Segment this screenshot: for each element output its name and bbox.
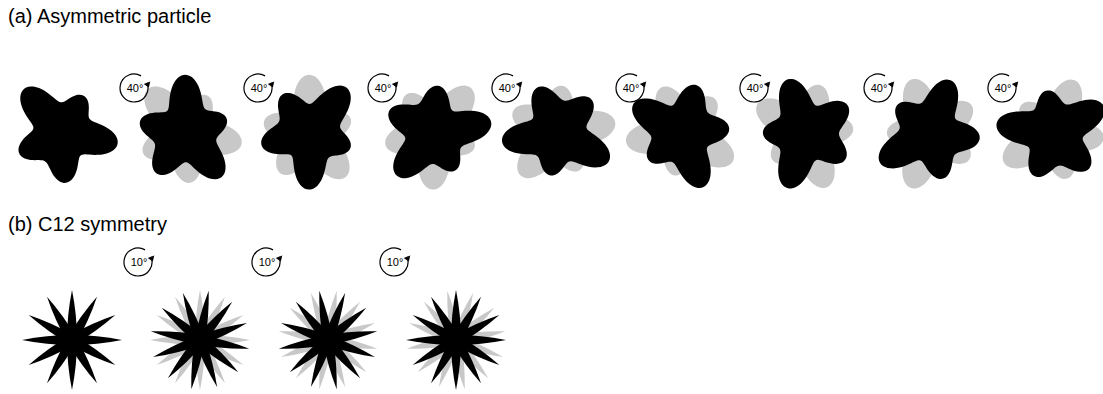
panel-heading: (a) Asymmetric particle	[8, 4, 211, 28]
rotation-angle: 40°	[747, 82, 764, 94]
c12-particle	[264, 276, 392, 394]
previous-orientation	[487, 70, 620, 204]
asymmetric-particle	[738, 60, 871, 194]
rotation-angle: 40°	[375, 82, 392, 94]
asymmetric-particle	[614, 67, 740, 192]
arrow-head	[1012, 81, 1018, 87]
rotation-arrow	[988, 74, 1016, 102]
arrow-head	[764, 81, 770, 87]
asymmetric-particle	[991, 62, 1103, 200]
rotation-angle: 10°	[259, 256, 276, 268]
c12-particle	[22, 290, 122, 390]
rotation-arrow	[368, 74, 396, 102]
asymmetric-particle	[489, 71, 615, 196]
c12-particle	[142, 282, 258, 394]
arrow-head	[516, 81, 522, 87]
arrow-head	[276, 255, 282, 261]
arrow-head	[148, 255, 154, 261]
arrow-head	[144, 81, 150, 87]
rotation-angle: 40°	[995, 82, 1012, 94]
arrow-head	[268, 81, 274, 87]
rotation-angle: 40°	[499, 82, 516, 94]
rotation-angle: 10°	[387, 256, 404, 268]
panel-heading: (b) C12 symmetry	[8, 212, 167, 236]
rotation-arrow	[740, 74, 768, 102]
rotation-angle: 40°	[251, 82, 268, 94]
rotation-angle: 40°	[127, 82, 144, 94]
rotation-arrow	[380, 248, 408, 276]
c12-particle	[388, 272, 525, 394]
asymmetric-particle	[19, 86, 118, 182]
arrow-head	[392, 81, 398, 87]
rotation-arrow	[244, 74, 272, 102]
rotation-arrow	[124, 248, 152, 276]
arrow-head	[404, 255, 410, 261]
previous-orientation	[862, 60, 995, 194]
rotation-arrow	[616, 74, 644, 102]
rotation-angle: 10°	[131, 256, 148, 268]
rotation-arrow	[492, 74, 520, 102]
asymmetric-particle	[121, 69, 259, 207]
asymmetric-particle	[253, 82, 365, 196]
previous-orientation	[245, 69, 383, 207]
rotation-angle: 40°	[871, 82, 888, 94]
asymmetric-particle	[363, 70, 496, 204]
rotation-arrow	[120, 74, 148, 102]
rotation-angle: 40°	[623, 82, 640, 94]
arrow-head	[888, 81, 894, 87]
rotation-arrow	[864, 74, 892, 102]
arrow-head	[640, 81, 646, 87]
asymmetric-particle	[877, 70, 989, 184]
rotation-arrow	[252, 248, 280, 276]
